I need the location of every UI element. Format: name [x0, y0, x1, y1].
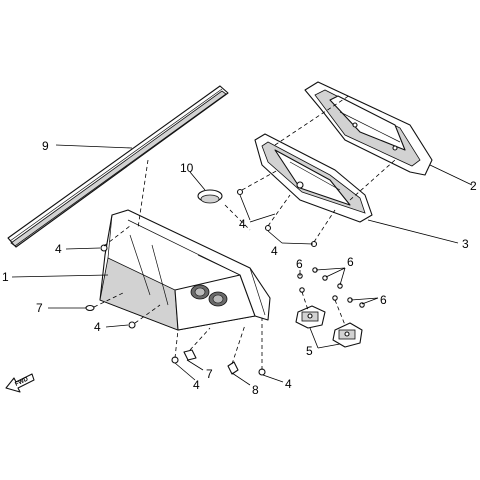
callout-4-left-top: 4 [55, 242, 62, 256]
part-1-tray [99, 209, 271, 331]
callout-7-left: 7 [36, 301, 43, 315]
callout-4-bottom-center: 4 [193, 378, 200, 392]
screw-4a [100, 244, 108, 252]
callout-6-right: 6 [380, 293, 387, 307]
callout-4-left-bottom: 4 [94, 320, 101, 334]
callout-8: 8 [252, 383, 259, 397]
screw-4e [236, 188, 244, 196]
callout-6-left: 6 [296, 257, 303, 271]
part-2-lid [304, 81, 433, 176]
callout-10: 10 [180, 161, 194, 175]
fwd-arrow-icon: FWD [5, 373, 35, 393]
callout-numbers: 9 10 2 3 1 4 4 4 4 4 4 7 7 8 6 6 6 5 [2, 139, 477, 397]
callout-4-middle-right: 4 [271, 244, 278, 258]
part-5-bracket-b [332, 322, 363, 348]
leader-lines [11, 144, 473, 386]
part-5-bracket-a [295, 305, 326, 329]
part-9-seal-strip [7, 85, 229, 248]
callout-4-upper-right: 4 [239, 217, 246, 231]
callout-6-top: 6 [347, 255, 354, 269]
callout-2: 2 [470, 179, 477, 193]
callout-1: 1 [2, 270, 9, 284]
callout-9: 9 [42, 139, 49, 153]
fwd-label: FWD [14, 376, 30, 387]
callout-5: 5 [306, 344, 313, 358]
screw-4b [128, 321, 136, 329]
callout-3: 3 [462, 237, 469, 251]
clip-7b [183, 349, 197, 361]
part-10-cap [197, 189, 223, 204]
bolt-8 [227, 361, 239, 375]
assembly-dash-lines [93, 94, 396, 370]
clip-7a [85, 304, 95, 312]
part-3-inner-panel [254, 133, 373, 223]
callout-7-bottom: 7 [206, 367, 213, 381]
callout-4-bottom-right: 4 [285, 377, 292, 391]
screw-4f [264, 224, 272, 232]
